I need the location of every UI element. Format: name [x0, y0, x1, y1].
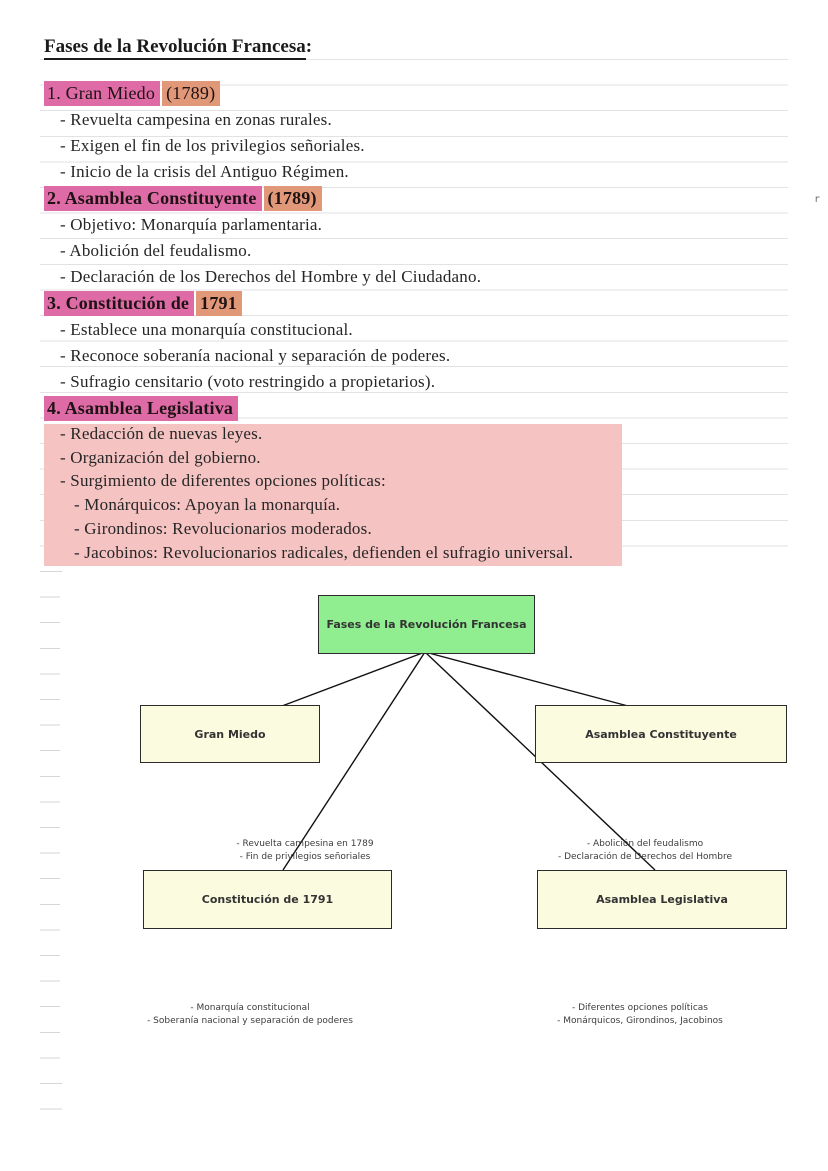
- section-asamblea-constituyente: 2. Asamblea Constituyente(1789) - Objeti…: [44, 186, 481, 290]
- section-asamblea-legislativa: 4. Asamblea Legislativa - Redacción de n…: [44, 396, 622, 566]
- year-highlight: (1789): [263, 186, 322, 211]
- heading-highlight: 3. Constitución de: [44, 291, 195, 316]
- section-gran-miedo: 1. Gran Miedo(1789) - Revuelta campesina…: [44, 81, 365, 185]
- bullet: - Sufragio censitario (voto restringido …: [60, 372, 436, 391]
- annotation-asamblea-legislativa: - Diferentes opciones políticas - Monárq…: [500, 1002, 780, 1027]
- annotation-line: - Declaración de Derechos del Hombre: [557, 851, 732, 862]
- bullet: - Revuelta campesina en zonas rurales.: [60, 110, 332, 129]
- highlighted-block: - Redacción de nuevas leyes. - Organizac…: [44, 422, 622, 566]
- section-heading: 2. Asamblea Constituyente(1789): [44, 186, 481, 211]
- page-title-text: Fases de la Revolución Francesa: [44, 36, 306, 60]
- heading-highlight: 1. Gran Miedo: [44, 81, 161, 106]
- annotation-gran-miedo: - Revuelta campesina en 1789 - Fin de pr…: [165, 838, 445, 863]
- annotation-line: - Fin de privilegios señoriales: [239, 851, 371, 862]
- annotation-line: - Soberanía nacional y separación de pod…: [147, 1015, 353, 1026]
- diagram-node-gran-miedo: Gran Miedo: [140, 705, 320, 763]
- annotation-line: - Abolición del feudalismo: [586, 839, 704, 849]
- diagram-node-asamblea-legislativa: Asamblea Legislativa: [537, 870, 787, 929]
- annotation-line: - Revuelta campesina en 1789: [236, 839, 374, 849]
- page-title-colon: :: [305, 36, 313, 57]
- bullet: - Organización del gobierno.: [60, 447, 261, 467]
- diagram-root-node: Fases de la Revolución Francesa: [318, 595, 535, 654]
- annotation-line: - Monárquicos, Girondinos, Jacobinos: [557, 1015, 723, 1026]
- stray-corner-mark: r: [814, 194, 821, 205]
- sub-bullet: - Girondinos: Revolucionarios moderados.: [74, 518, 372, 538]
- annotation-line: - Monarquía constitucional: [190, 1003, 310, 1013]
- annotation-constitucion-1791: - Monarquía constitucional - Soberanía n…: [110, 1002, 390, 1027]
- heading-highlight: 2. Asamblea Constituyente: [44, 186, 262, 211]
- margin-dash-lines: [40, 571, 62, 1111]
- heading-highlight: 4. Asamblea Legislativa: [44, 396, 239, 421]
- diagram-node-asamblea-constituyente: Asamblea Constituyente: [535, 705, 787, 763]
- concept-map-diagram: Fases de la Revolución Francesa Gran Mie…: [60, 575, 810, 1065]
- section-heading: 1. Gran Miedo(1789): [44, 81, 365, 106]
- diagram-node-constitucion-1791: Constitución de 1791: [143, 870, 392, 929]
- year-highlight: 1791: [196, 291, 242, 316]
- bullet: - Abolición del feudalismo.: [60, 241, 252, 260]
- year-highlight: (1789): [162, 81, 221, 106]
- annotation-line: - Diferentes opciones políticas: [572, 1003, 708, 1013]
- page-title: Fases de la Revolución Francesa:: [44, 36, 313, 60]
- bullet: - Surgimiento de diferentes opciones pol…: [60, 471, 386, 491]
- sub-bullet: - Jacobinos: Revolucionarios radicales, …: [74, 542, 574, 562]
- bullet: - Declaración de los Derechos del Hombre…: [60, 267, 482, 286]
- bullet: - Exigen el fin de los privilegios señor…: [60, 136, 365, 155]
- section-heading: 4. Asamblea Legislativa: [44, 396, 573, 421]
- block-highlight-background: [44, 424, 622, 566]
- bullet: - Objetivo: Monarquía parlamentaria.: [60, 215, 323, 234]
- sub-bullet: - Monárquicos: Apoyan la monarquía.: [74, 495, 341, 515]
- bullet: - Reconoce soberanía nacional y separaci…: [60, 346, 451, 365]
- annotation-asamblea-constituyente: - Abolición del feudalismo - Declaración…: [505, 838, 785, 863]
- bullet: - Redacción de nuevas leyes.: [60, 424, 263, 443]
- bullet: - Establece una monarquía constitucional…: [60, 320, 353, 339]
- bullet: - Inicio de la crisis del Antiguo Régime…: [60, 162, 349, 181]
